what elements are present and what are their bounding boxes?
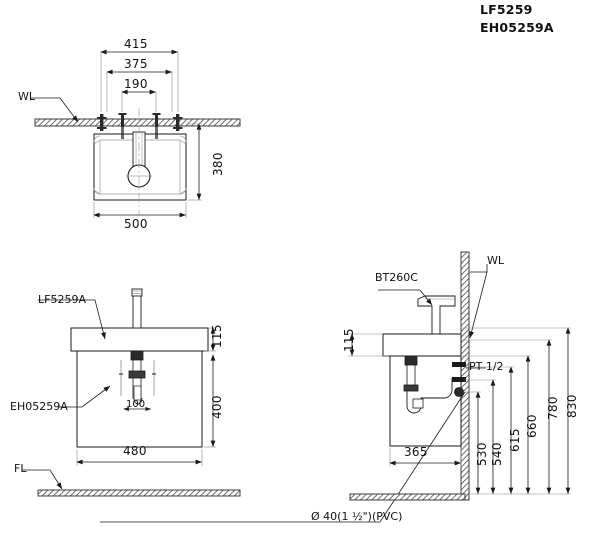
- front-dim-480-label: 480: [123, 444, 147, 458]
- front-basin-slab: [70, 327, 209, 352]
- title-model-2: EH05259A: [480, 20, 554, 35]
- front-trap-assembly: [119, 350, 156, 405]
- plan-dim-415: [100, 49, 179, 112]
- title-model-1: LF5259: [480, 2, 533, 17]
- front-faucet: [131, 288, 143, 329]
- plan-basin-outline: [93, 133, 187, 201]
- plan-dim-190: [121, 89, 157, 112]
- plan-dim-190-label: 190: [124, 77, 148, 91]
- front-basin-model-label: LF5259A: [38, 293, 86, 306]
- side-dim-530-label: 530: [475, 442, 489, 466]
- front-floor-line-label: FL: [14, 462, 27, 475]
- side-basin-slab: [382, 333, 462, 357]
- plan-dim-415-label: 415: [124, 37, 148, 51]
- side-dim-540-label: 540: [490, 442, 504, 466]
- front-dim-115: [204, 327, 216, 352]
- side-dim-115-label: 115: [342, 328, 356, 352]
- front-dim-480: [76, 449, 203, 466]
- plan-mounting-bolts: [97, 113, 183, 139]
- plan-wall-line: [34, 118, 241, 127]
- side-drain-note-label: Ø 40(1 ½")(PVC): [311, 510, 403, 523]
- side-wl-label: WL: [487, 254, 505, 267]
- front-floor-line: [37, 489, 241, 497]
- front-cabinet-model-label: EH05259A: [10, 400, 68, 413]
- front-dim-400: [204, 354, 216, 448]
- front-dim-100-label: 100: [126, 399, 146, 410]
- side-wall-line: [460, 251, 470, 501]
- side-dim-615-label: 615: [508, 428, 522, 452]
- side-cabinet-body: [389, 355, 462, 447]
- side-dim-660-label: 660: [525, 414, 539, 438]
- plan-dim-380-label: 380: [211, 152, 225, 176]
- side-dim-830-label: 830: [565, 394, 579, 418]
- side-faucet-model-label: BT260C: [375, 271, 418, 284]
- front-dim-115-label: 115: [210, 324, 224, 348]
- side-dim-365: [389, 448, 462, 467]
- side-trap-assembly: [403, 355, 466, 414]
- front-dim-400-label: 400: [210, 395, 224, 419]
- side-dim-365-label: 365: [404, 445, 428, 459]
- side-faucet: [417, 295, 456, 335]
- side-dim-chain: [462, 327, 571, 495]
- side-floor-line: [349, 493, 466, 501]
- plan-wl-label: WL: [18, 90, 36, 103]
- side-pt-label: PT 1/2: [469, 360, 504, 373]
- side-dim-780-label: 780: [546, 396, 560, 420]
- plan-dim-375: [106, 69, 173, 112]
- plan-dim-500: [93, 202, 187, 218]
- plan-dim-380: [188, 123, 202, 201]
- plan-dim-500-label: 500: [124, 217, 148, 231]
- plan-dim-375-label: 375: [124, 57, 148, 71]
- side-dim-115: [348, 333, 389, 357]
